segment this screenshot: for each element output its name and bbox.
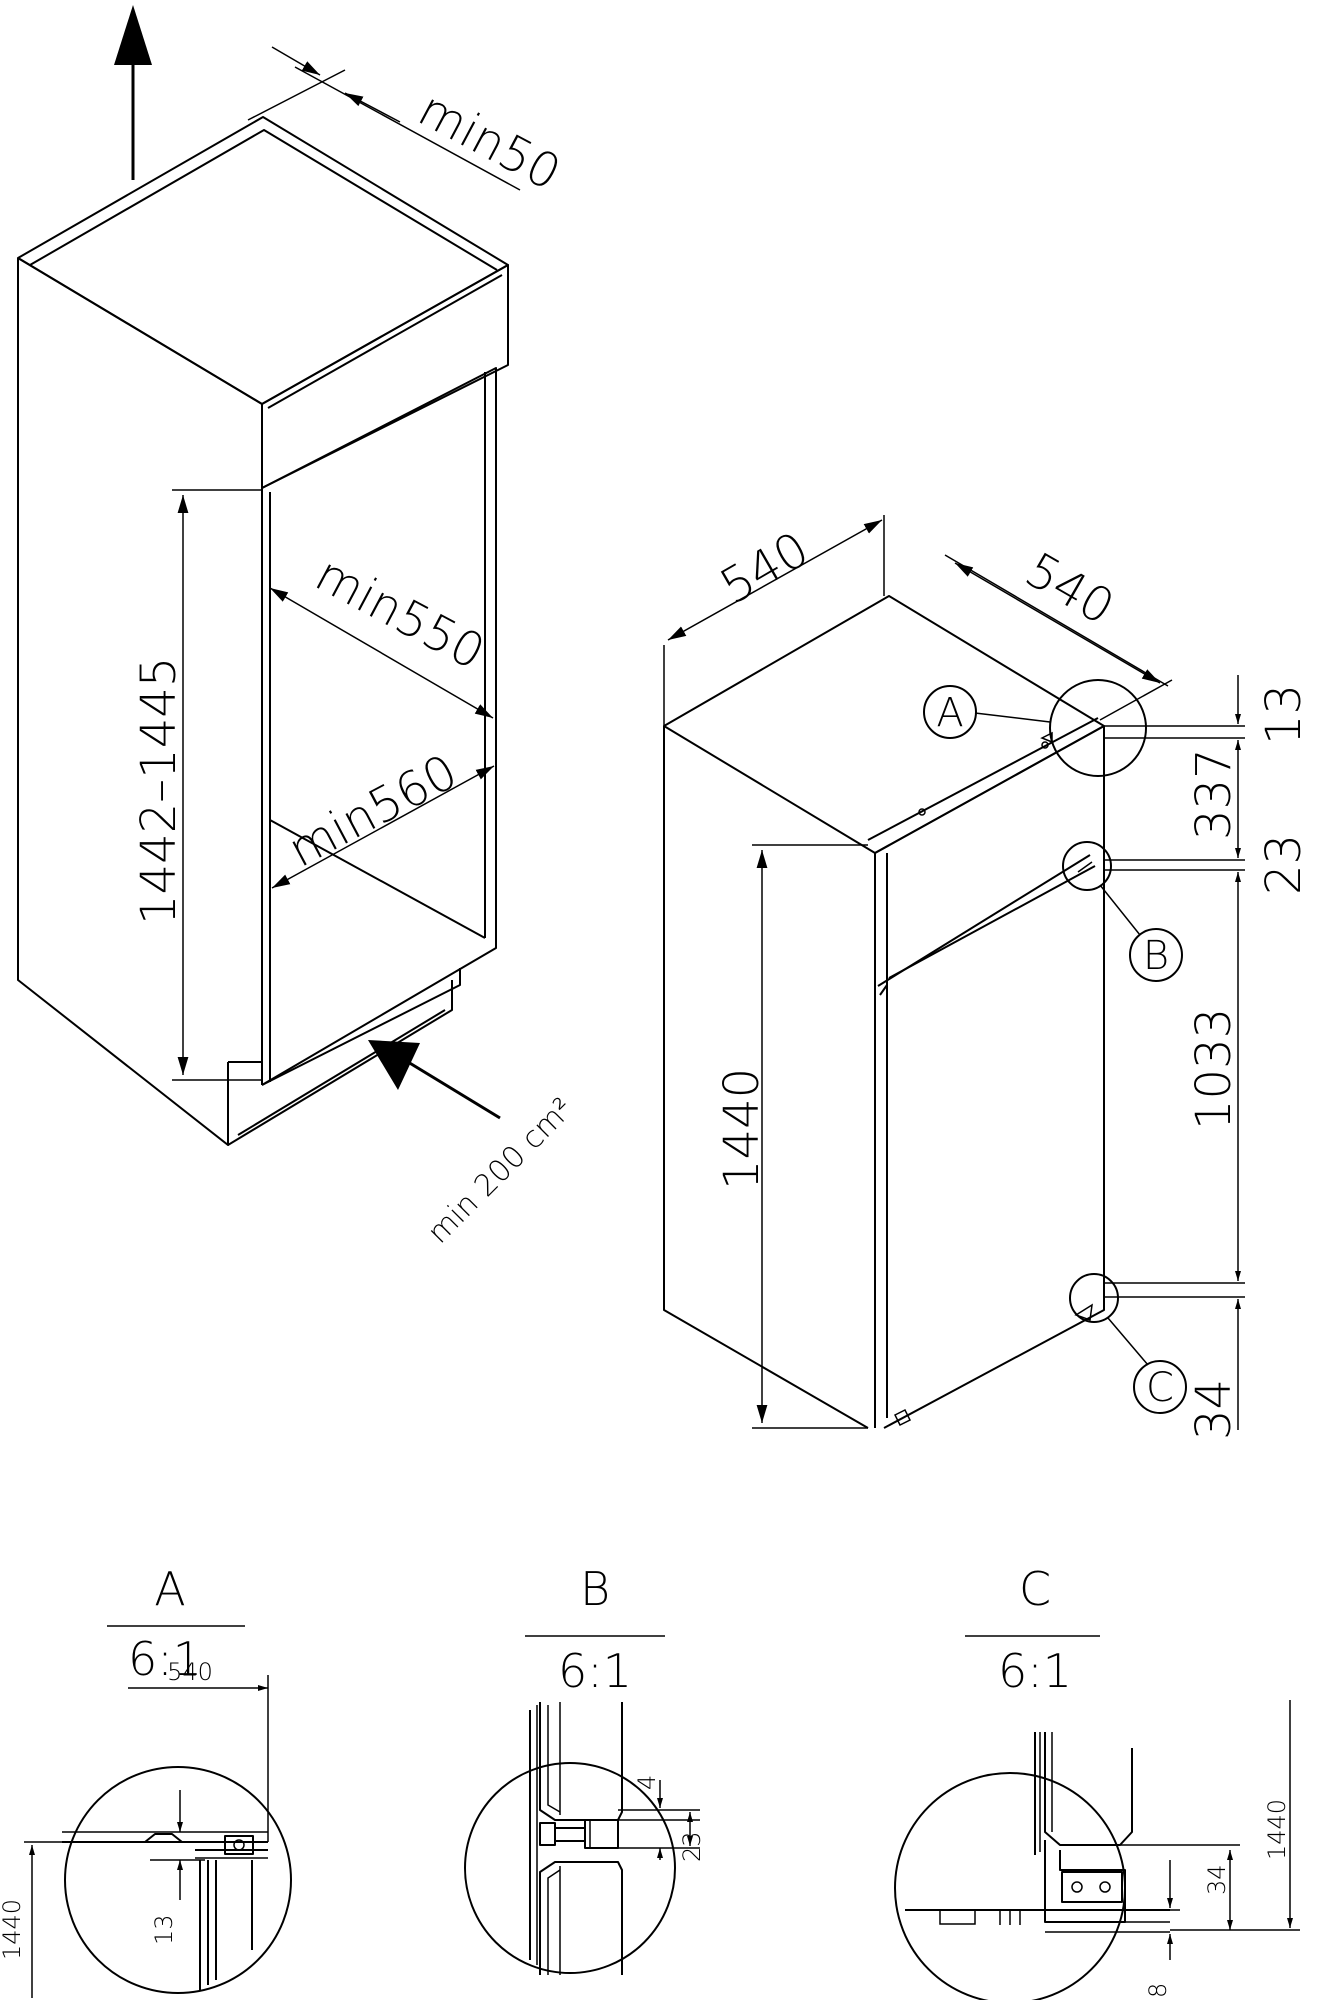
detail-b: B 6:1 4 23 bbox=[464, 1562, 706, 1975]
detail-c-title: C bbox=[1019, 1562, 1051, 1616]
detail-a-width: 540 bbox=[167, 1658, 213, 1686]
niche-inner-width: min560 bbox=[279, 744, 466, 879]
dim-bottom: 34 bbox=[1186, 1379, 1242, 1440]
detail-a-scale: 6:1 bbox=[128, 1632, 202, 1686]
detail-b-scale: 6:1 bbox=[558, 1644, 632, 1698]
detail-a: A 6:1 540 1440 13 bbox=[0, 1562, 292, 1998]
dim-top-gap: 13 bbox=[1256, 684, 1312, 745]
callout-c: C bbox=[1146, 1365, 1174, 1411]
dim-lower-span: 1033 bbox=[1186, 1008, 1242, 1130]
appliance-width: 540 bbox=[711, 521, 818, 615]
dim-upper-hinge: 337 bbox=[1186, 748, 1242, 840]
appliance-body: 540 540 1440 13 337 23 1033 34 A bbox=[663, 515, 1312, 1440]
niche-inner-depth: min550 bbox=[306, 546, 493, 681]
callout-b: B bbox=[1143, 933, 1169, 979]
niche-vent-area: min 200 cm² bbox=[421, 1091, 581, 1251]
appliance-height: 1440 bbox=[714, 1068, 770, 1190]
detail-c-bottom: 34 bbox=[1203, 1864, 1231, 1895]
niche-cabinet: min50 min550 min560 1442–1445 min 200 cm… bbox=[17, 5, 581, 1251]
detail-c-foot: 8 bbox=[1144, 1983, 1172, 1998]
detail-c-height: 1440 bbox=[1263, 1799, 1291, 1860]
appliance-depth: 540 bbox=[1016, 542, 1123, 636]
detail-a-title: A bbox=[154, 1562, 185, 1616]
detail-b-gap: 23 bbox=[678, 1831, 706, 1862]
callout-a: A bbox=[936, 690, 963, 736]
airflow-up-arrowhead bbox=[114, 5, 152, 65]
dim-middle-hinge: 23 bbox=[1256, 834, 1312, 895]
niche-top-clearance: min50 bbox=[409, 81, 569, 202]
niche-height-range: 1442–1445 bbox=[131, 657, 187, 925]
detail-b-top: 4 bbox=[633, 1775, 661, 1790]
detail-a-gap: 13 bbox=[150, 1914, 178, 1945]
detail-b-title: B bbox=[580, 1562, 610, 1616]
detail-c-scale: 6:1 bbox=[998, 1644, 1072, 1698]
detail-c: C 6:1 34 1440 8 bbox=[894, 1562, 1300, 2000]
detail-a-height: 1440 bbox=[0, 1899, 26, 1960]
vent-arrowhead bbox=[368, 1040, 420, 1090]
